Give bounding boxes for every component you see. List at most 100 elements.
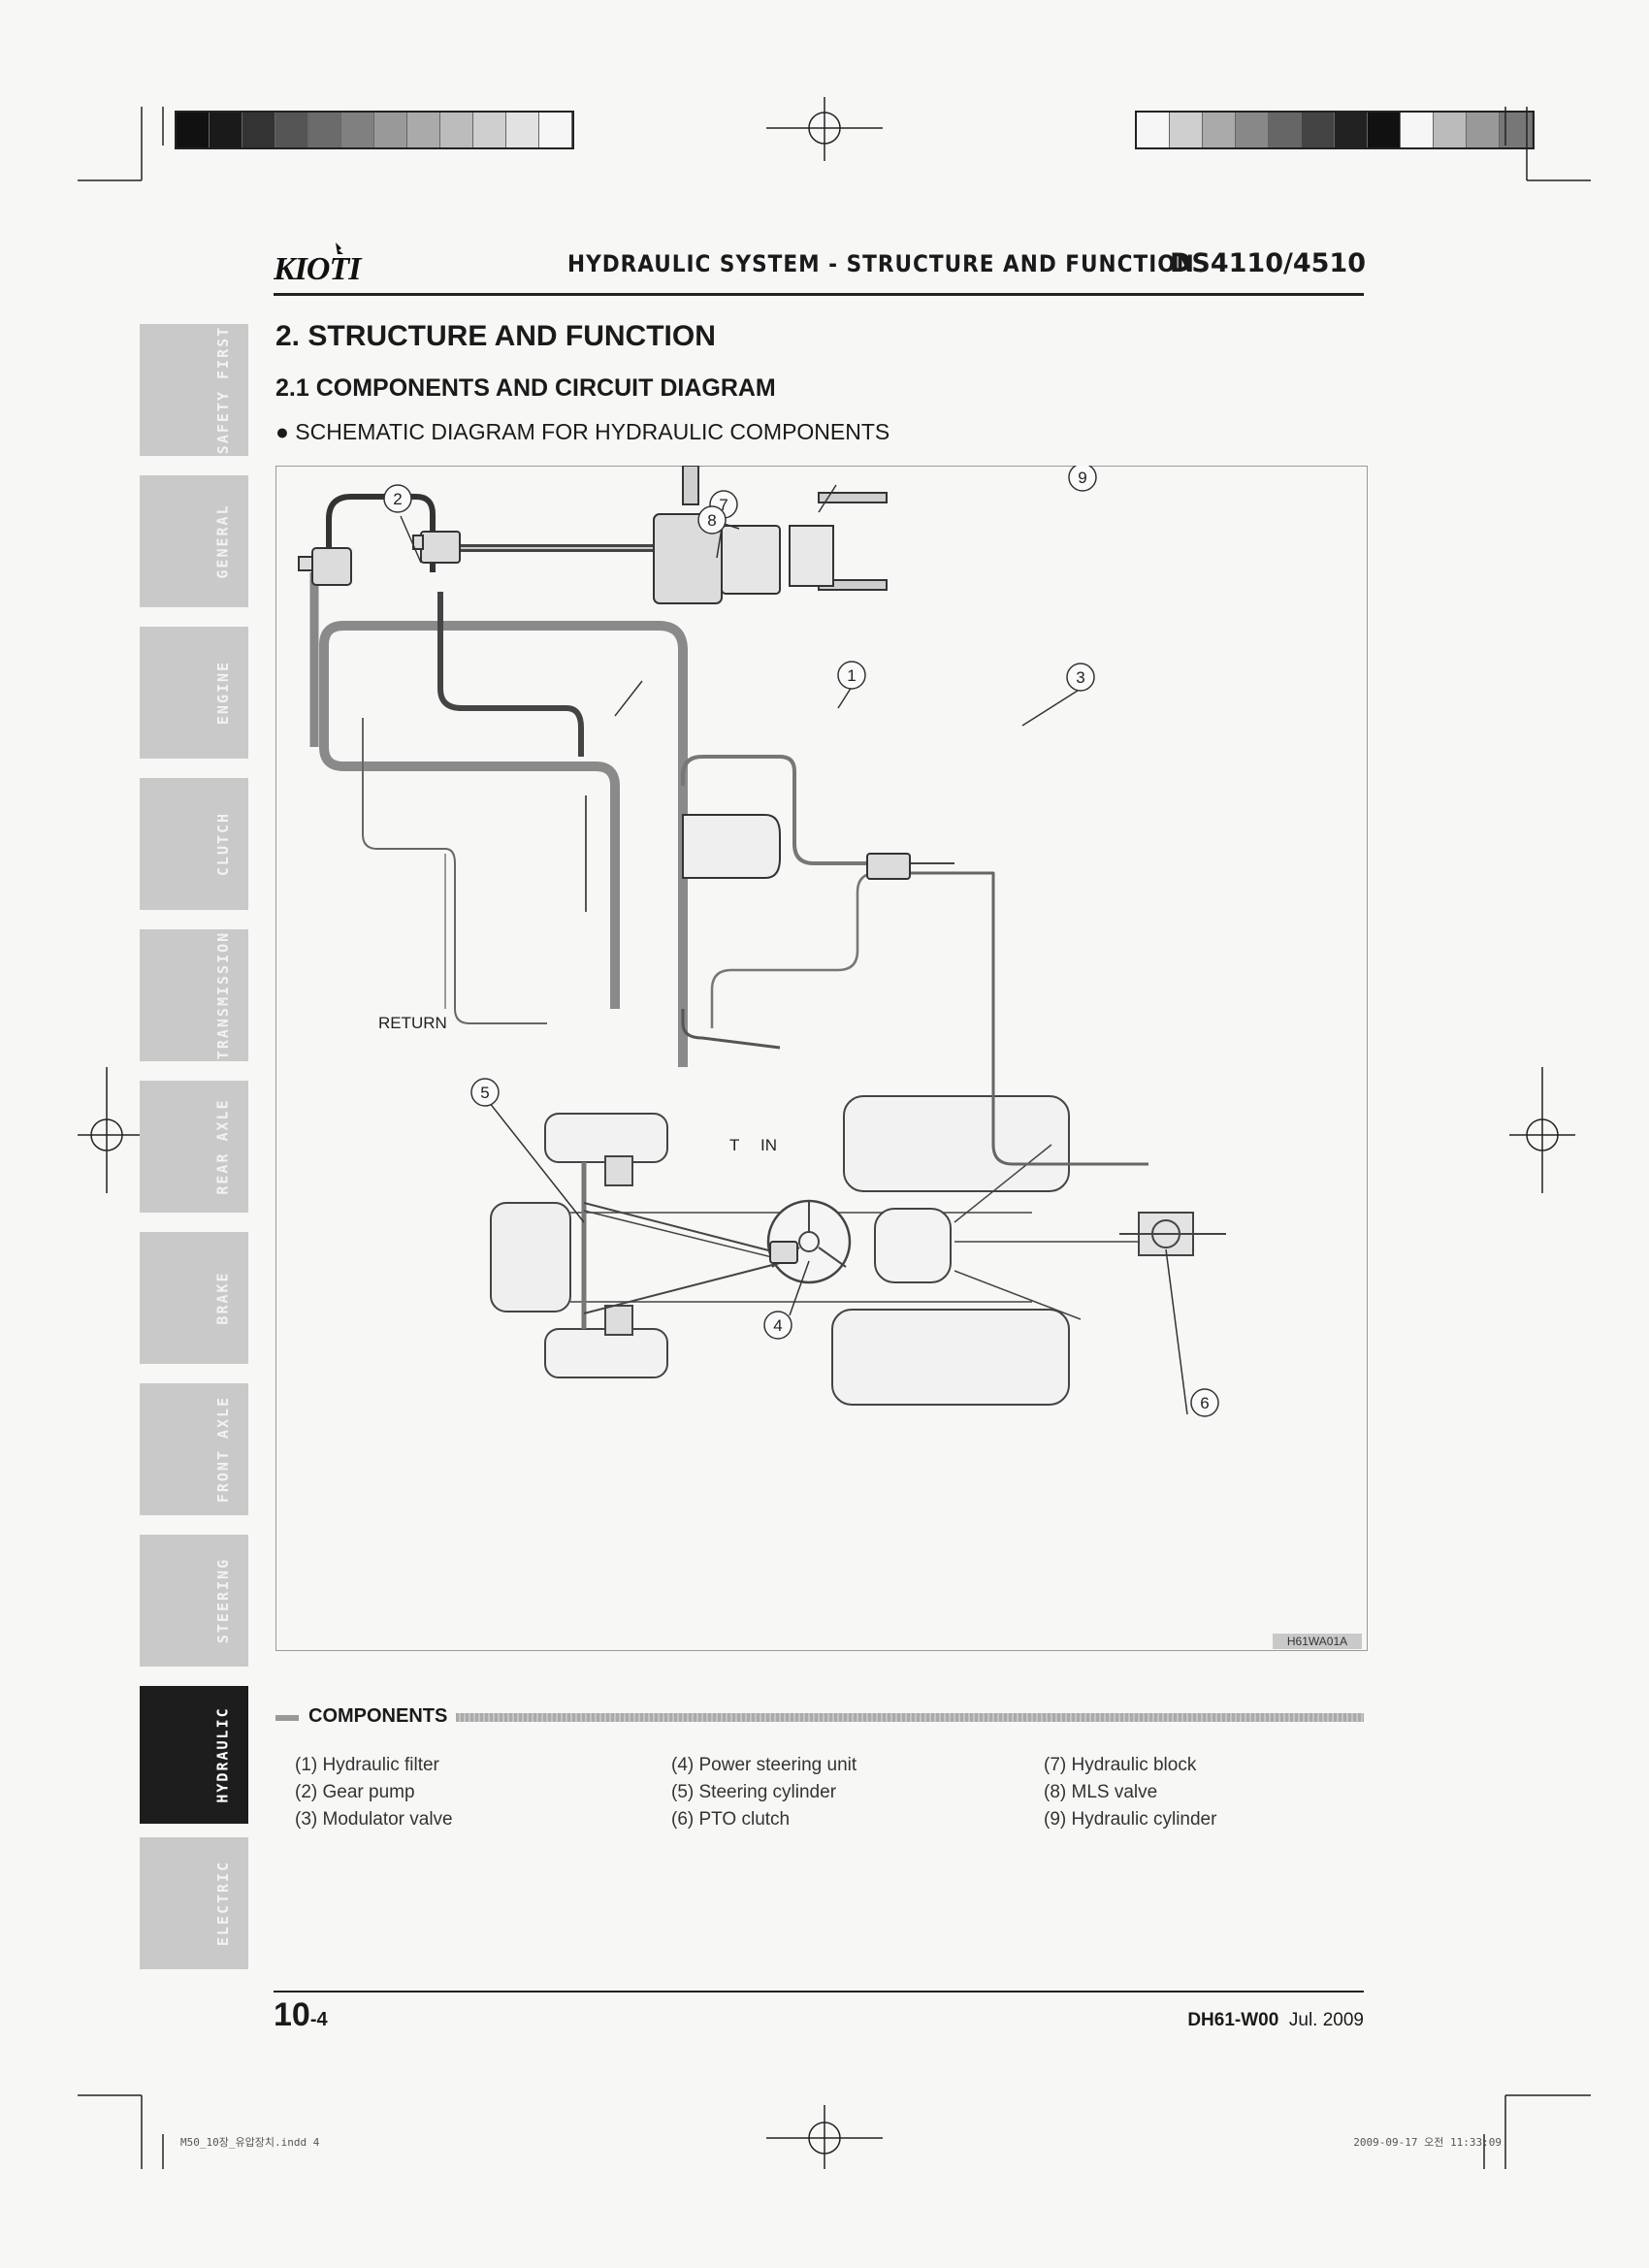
diagram-frame	[275, 466, 1368, 1651]
hydraulic-schematic: 1 2 3 4 5 6 78 9 RETURN T IN	[298, 466, 1226, 1417]
component-item: (7) Hydraulic block	[1044, 1755, 1197, 1775]
bullet-line: ● SCHEMATIC DIAGRAM FOR HYDRAULIC COMPON…	[275, 419, 889, 445]
print-timestamp: 2009-09-17 오전 11:33:09	[1353, 2136, 1502, 2149]
callout-number: 8	[707, 511, 716, 530]
side-tab-label-wrap: SAFETY FIRST	[204, 324, 242, 456]
side-tab-rear-axle[interactable]: REAR AXLE	[140, 1081, 248, 1213]
side-tab-label: SAFETY FIRST	[214, 325, 232, 455]
side-tab-label: TRANSMISSION	[214, 930, 232, 1060]
side-tab-hydraulic[interactable]: HYDRAULIC	[140, 1686, 248, 1824]
front-weight	[490, 1202, 571, 1312]
component-item: (3) Modulator valve	[295, 1809, 453, 1830]
hydraulic-filter	[682, 814, 781, 879]
callout-number: 4	[773, 1316, 782, 1335]
print-color-bar-left	[175, 111, 574, 149]
header-rule	[274, 293, 1364, 296]
callout-1: 1	[837, 661, 866, 690]
side-tab-label-wrap: ELECTRIC	[204, 1837, 242, 1969]
inlet-port-label: IN	[760, 1136, 777, 1154]
side-tab-clutch[interactable]: CLUTCH	[140, 778, 248, 910]
side-tab-label: REAR AXLE	[214, 1098, 232, 1195]
suction-line	[319, 621, 688, 1067]
section-heading: 2. STRUCTURE AND FUNCTION	[275, 320, 716, 352]
side-tab-label: FRONT AXLE	[214, 1395, 232, 1504]
callout-number: 9	[1078, 469, 1086, 487]
callout-5: 5	[470, 1078, 500, 1107]
page-number-sub: -4	[309, 2009, 328, 2030]
bullet-text: SCHEMATIC DIAGRAM FOR HYDRAULIC COMPONEN…	[295, 419, 890, 444]
front-left-tire	[544, 1113, 668, 1163]
component-item: (6) PTO clutch	[671, 1809, 791, 1830]
side-tab-brake[interactable]: BRAKE	[140, 1232, 248, 1364]
callout-3: 3	[1066, 663, 1095, 692]
diagram-code: H61WA01A	[1273, 1634, 1362, 1649]
callout-9: 9	[1068, 466, 1097, 492]
modulator-valve	[866, 853, 911, 880]
components-title: COMPONENTS	[308, 1705, 448, 1727]
callout-group: 1 2 3 4 5 6 78 9	[383, 466, 1219, 1417]
footer-rule	[274, 1991, 1364, 1993]
components-rule-left	[275, 1715, 299, 1721]
callout-number: 2	[393, 490, 402, 508]
print-color-bar-right	[1135, 111, 1535, 149]
side-tab-electric[interactable]: ELECTRIC	[140, 1837, 248, 1969]
subsection-heading: 2.1 COMPONENTS AND CIRCUIT DIAGRAM	[275, 374, 776, 402]
pressure-line-2	[437, 592, 584, 757]
callout-8: 8	[697, 505, 727, 535]
side-tab-label-wrap: ENGINE	[204, 627, 242, 759]
callout-6: 6	[1190, 1388, 1219, 1417]
side-tab-label-wrap: GENERAL	[204, 475, 242, 607]
components-rule	[456, 1713, 1364, 1722]
header-title: HYDRAULIC SYSTEM - STRUCTURE AND FUNCTIO…	[567, 250, 1195, 277]
component-item: (1) Hydraulic filter	[295, 1755, 439, 1775]
component-item: (4) Power steering unit	[671, 1755, 857, 1775]
side-tab-label-wrap: BRAKE	[204, 1232, 242, 1364]
model-number: DS4110/4510	[1169, 248, 1366, 278]
side-tab-general[interactable]: GENERAL	[140, 475, 248, 607]
side-tab-label: ELECTRIC	[214, 1860, 232, 1947]
side-tab-front-axle[interactable]: FRONT AXLE	[140, 1383, 248, 1515]
hydraulic-cylinder	[682, 466, 699, 505]
callout-number: 3	[1076, 668, 1084, 687]
callout-number: 5	[480, 1084, 489, 1102]
side-tab-steering[interactable]: STEERING	[140, 1535, 248, 1667]
rear-left-tire	[843, 1095, 1070, 1192]
callout-4: 4	[763, 1311, 792, 1340]
side-tab-label-wrap: HYDRAULIC	[204, 1686, 242, 1824]
bullet-icon: ●	[275, 419, 289, 444]
power-steering-unit	[769, 1241, 798, 1264]
side-tab-transmission[interactable]: TRANSMISSION	[140, 929, 248, 1061]
side-tab-engine[interactable]: ENGINE	[140, 627, 248, 759]
tank-port-label: T	[729, 1136, 739, 1154]
component-item: (9) Hydraulic cylinder	[1044, 1809, 1217, 1830]
side-tab-label-wrap: FRONT AXLE	[204, 1383, 242, 1515]
front-right-tire	[544, 1328, 668, 1378]
gear-pump	[311, 547, 352, 586]
side-tab-safety-first[interactable]: SAFETY FIRST	[140, 324, 248, 456]
side-tab-label-wrap: CLUTCH	[204, 778, 242, 910]
component-item: (8) MLS valve	[1044, 1782, 1158, 1802]
footer-doc-info: DH61-W00 Jul. 2009	[1187, 2010, 1364, 2031]
components-col-2: (4) Power steering unit (5) Steering cyl…	[671, 1752, 982, 1833]
page-number-main: 10	[274, 1996, 310, 2033]
hydraulic-block	[420, 531, 461, 564]
return-line	[362, 718, 547, 1024]
doc-date: Jul. 2009	[1288, 2010, 1364, 2030]
callout-number: 7	[719, 496, 728, 514]
rear-right-tire	[831, 1309, 1070, 1406]
side-tab-label-wrap: REAR AXLE	[204, 1081, 242, 1213]
side-tab-label: STEERING	[214, 1557, 232, 1644]
side-tab-label: HYDRAULIC	[214, 1706, 232, 1803]
side-tab-label: ENGINE	[214, 660, 232, 726]
return-label: RETURN	[378, 1014, 447, 1032]
component-item: (5) Steering cylinder	[671, 1782, 837, 1802]
doc-code: DH61-W00	[1187, 2010, 1279, 2030]
side-tab-label-wrap: STEERING	[204, 1535, 242, 1667]
modulator-to-pto	[896, 871, 1148, 1166]
side-tab-label: CLUTCH	[214, 811, 232, 877]
page-number: 10-4	[274, 1996, 328, 2034]
components-col-1: (1) Hydraulic filter (2) Gear pump (3) M…	[295, 1752, 586, 1833]
side-tab-label-wrap: TRANSMISSION	[204, 929, 242, 1061]
side-tab-label: GENERAL	[214, 503, 232, 579]
